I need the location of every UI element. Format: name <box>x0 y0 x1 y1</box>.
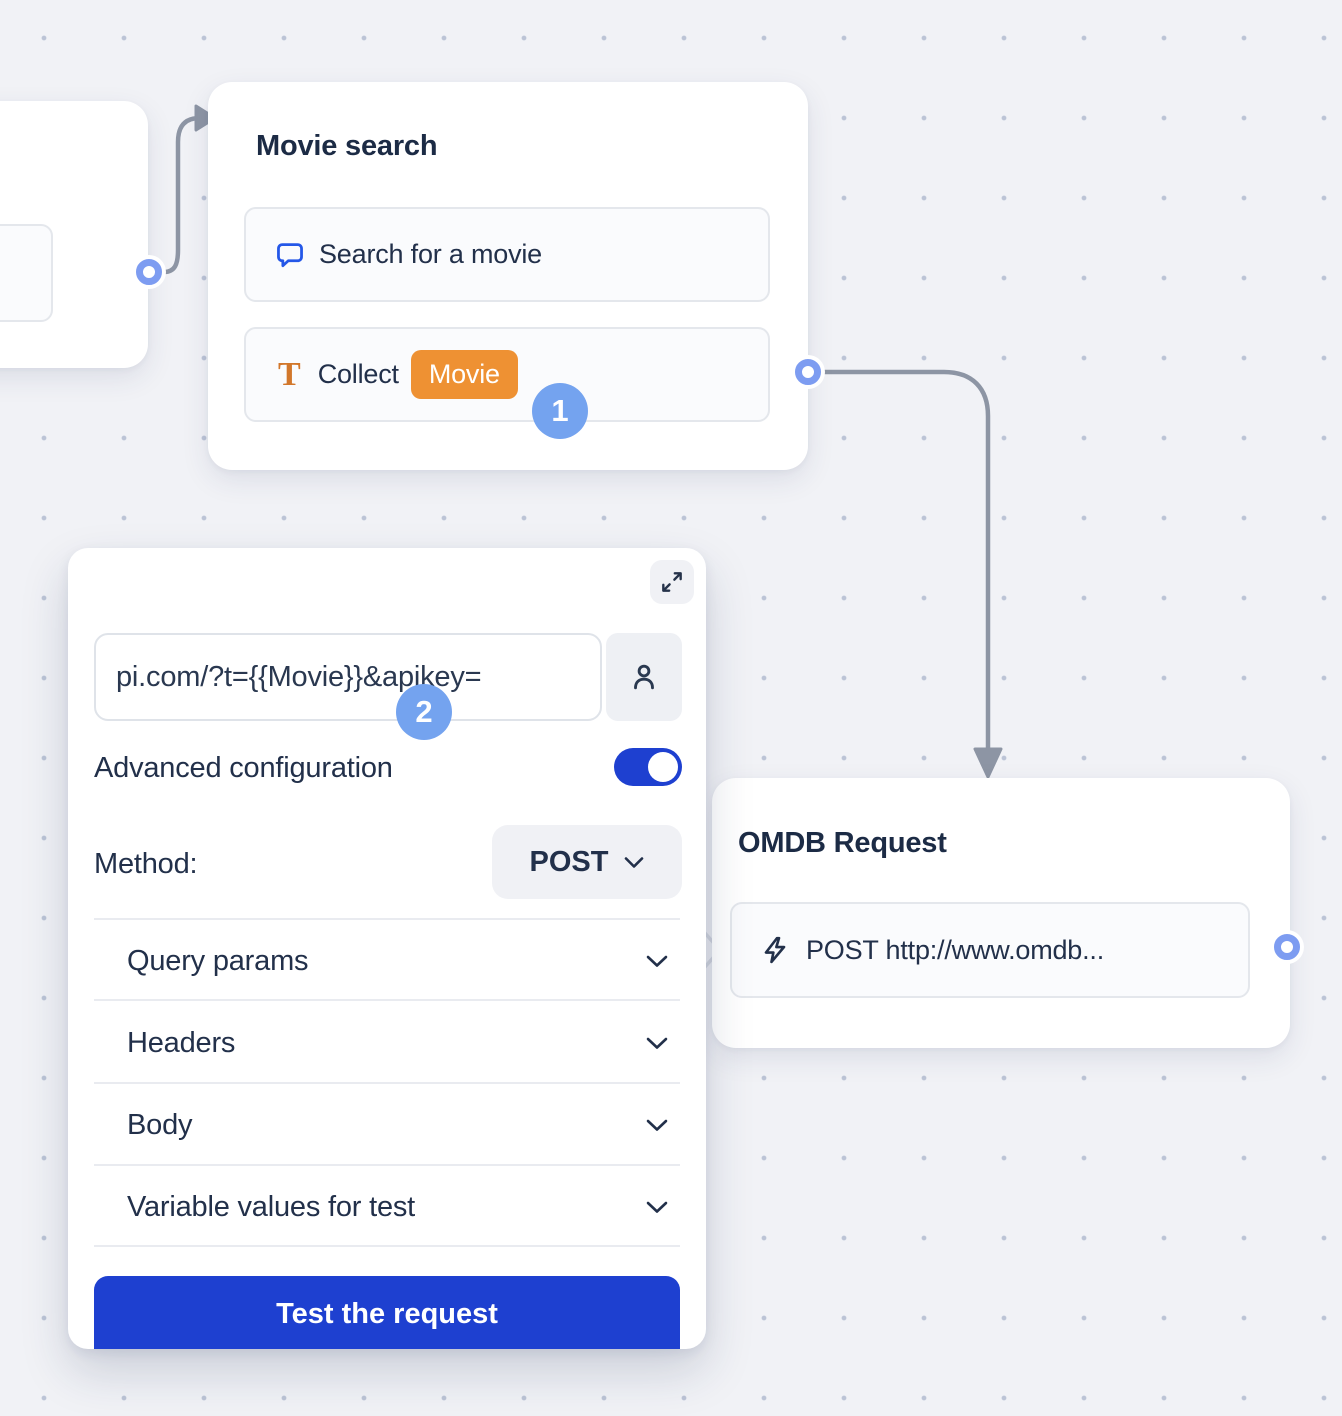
section-variable-values[interactable]: Variable values for test <box>94 1167 680 1247</box>
section-label: Variable values for test <box>127 1191 646 1224</box>
collect-block-row[interactable]: T Collect Movie <box>244 327 770 422</box>
chevron-down-icon <box>646 1036 668 1050</box>
test-request-button[interactable]: Test the request <box>94 1276 680 1349</box>
variable-insert-button[interactable] <box>606 633 682 721</box>
method-dropdown[interactable]: POST <box>492 825 682 899</box>
section-label: Headers <box>127 1027 646 1060</box>
divider <box>94 1082 680 1084</box>
omdb-request-node[interactable]: OMDB Request POST http://www.omdb... <box>712 778 1290 1048</box>
chevron-down-icon <box>624 856 644 869</box>
section-headers[interactable]: Headers <box>94 1003 680 1083</box>
webhook-block-label: POST http://www.omdb... <box>806 935 1104 966</box>
connector-left-to-movie <box>158 118 200 272</box>
arrowhead-down-icon <box>975 749 1001 777</box>
chevron-down-icon <box>646 1118 668 1132</box>
step-badge-1: 1 <box>532 383 588 439</box>
port-ring-icon <box>795 359 821 385</box>
previous-node-output-port[interactable] <box>132 255 166 289</box>
movie-search-node[interactable]: Movie search Search for a movie T Collec… <box>208 82 808 470</box>
person-icon <box>629 662 659 692</box>
section-body[interactable]: Body <box>94 1085 680 1165</box>
movie-search-output-port[interactable] <box>791 355 825 389</box>
collect-block-label: Collect <box>318 359 399 390</box>
method-value: POST <box>530 846 609 879</box>
section-label: Query params <box>127 945 646 978</box>
previous-node-card[interactable] <box>0 101 148 368</box>
port-ring-icon <box>1274 934 1300 960</box>
advanced-config-toggle[interactable] <box>614 748 682 786</box>
expand-icon <box>659 569 685 595</box>
section-label: Body <box>127 1109 646 1142</box>
node-title: Movie search <box>256 130 437 163</box>
divider <box>94 1245 680 1247</box>
variable-chip[interactable]: Movie <box>411 350 518 399</box>
chevron-down-icon <box>646 1200 668 1214</box>
section-query-params[interactable]: Query params <box>94 921 680 1001</box>
previous-node-row[interactable] <box>0 224 53 322</box>
chat-bubble-icon <box>275 240 305 270</box>
message-block-row[interactable]: Search for a movie <box>244 207 770 302</box>
expand-panel-button[interactable] <box>650 560 694 604</box>
message-block-label: Search for a movie <box>319 239 542 270</box>
chevron-down-icon <box>646 954 668 968</box>
url-input[interactable]: pi.com/?t={{Movie}}&apikey= <box>94 633 602 721</box>
text-collect-icon: T <box>278 358 301 392</box>
lightning-icon <box>760 935 790 965</box>
toggle-knob <box>648 752 678 782</box>
divider <box>94 1164 680 1166</box>
divider <box>94 918 680 920</box>
method-label: Method: <box>94 848 197 881</box>
step-badge-2: 2 <box>396 684 452 740</box>
node-title: OMDB Request <box>738 827 947 860</box>
omdb-output-port[interactable] <box>1270 930 1304 964</box>
webhook-block-row[interactable]: POST http://www.omdb... <box>730 902 1250 998</box>
webhook-config-panel: pi.com/?t={{Movie}}&apikey= Advanced con… <box>68 548 706 1349</box>
advanced-configuration-label: Advanced configuration <box>94 752 393 785</box>
divider <box>94 999 680 1001</box>
connector-movie-to-omdb <box>824 372 988 752</box>
port-ring-icon <box>136 259 162 285</box>
